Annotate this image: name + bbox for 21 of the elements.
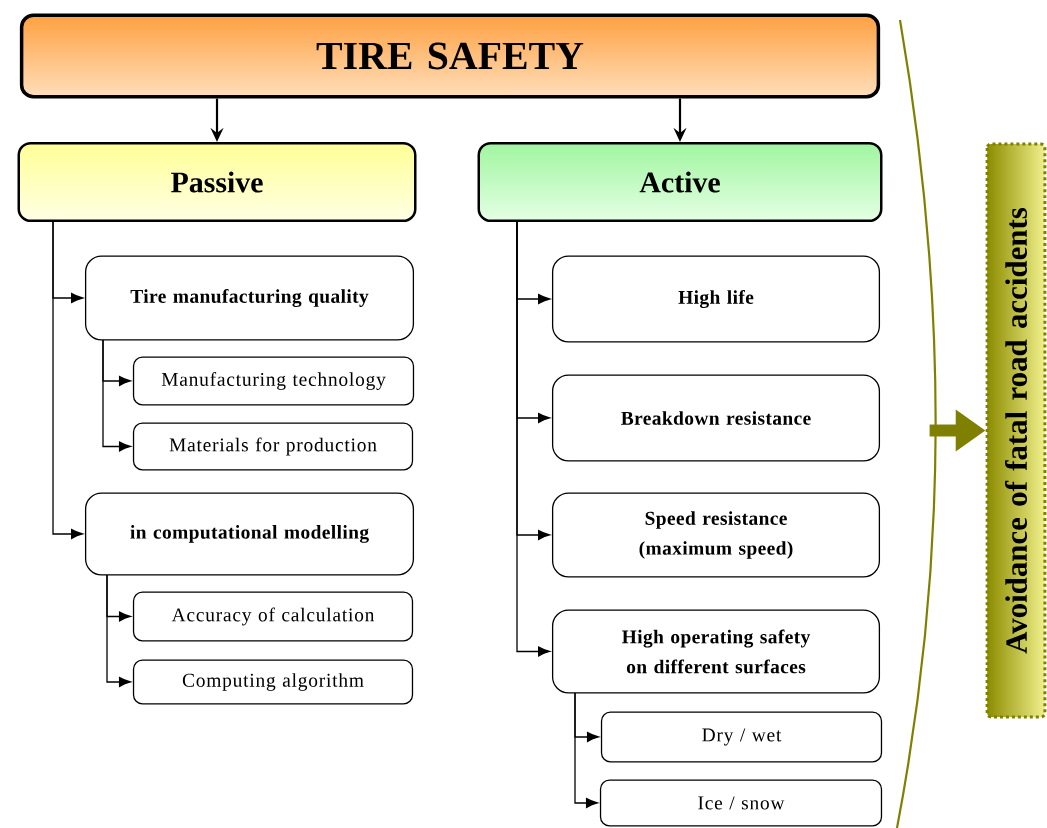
category-box: Passive bbox=[17, 141, 417, 223]
subfactor-box: Accuracy of calculation bbox=[132, 591, 414, 642]
arrow bbox=[574, 692, 598, 808]
arrow bbox=[106, 574, 131, 687]
outcome-box: Avoidance of fatal road accidents bbox=[985, 142, 1047, 719]
subfactor-box: Dry / wet bbox=[600, 711, 883, 763]
arrow bbox=[52, 220, 84, 539]
factor-box: High operating safety on different surfaces bbox=[551, 609, 881, 694]
subfactor-box: Computing algorithm bbox=[132, 659, 414, 705]
subfactor-box: Ice / snow bbox=[599, 779, 883, 827]
subfactor-box: Materials for production bbox=[132, 422, 414, 471]
factor-box: Speed resistance (maximum speed) bbox=[551, 492, 881, 578]
category-box: Active bbox=[477, 141, 883, 223]
arrow bbox=[102, 339, 131, 452]
factor-box: Tire manufacturing quality bbox=[84, 255, 415, 341]
title-banner: TIRE SAFETY bbox=[19, 13, 881, 99]
factor-box: in computational modelling bbox=[84, 492, 415, 576]
arrow bbox=[516, 220, 551, 657]
factor-box: Breakdown resistance bbox=[551, 374, 881, 462]
factor-box: High life bbox=[551, 255, 881, 343]
subfactor-box: Manufacturing technology bbox=[132, 356, 415, 406]
